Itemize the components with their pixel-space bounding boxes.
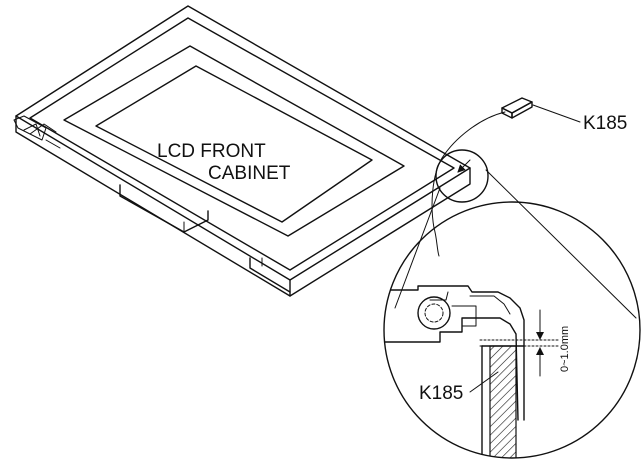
callout-arrow xyxy=(457,159,471,173)
cabinet-tab-1 xyxy=(119,184,209,233)
cabinet-label-line2: CABINET xyxy=(208,163,291,184)
cabinet-inner-rim xyxy=(29,17,455,271)
gap-dimension-label: 0~1.0mm xyxy=(559,326,571,372)
detail-view-content xyxy=(384,285,561,458)
cabinet-label-line1: LCD FRONT xyxy=(157,141,266,162)
cabinet-bezel xyxy=(63,45,405,237)
k185-leader xyxy=(532,104,581,123)
cabinet-left-hinge xyxy=(13,115,61,149)
part-k185 xyxy=(501,97,533,119)
callout-line-right xyxy=(485,169,637,319)
k185-cushion-hatched xyxy=(489,345,517,458)
detail-callout-circle xyxy=(435,149,489,203)
part-insertion-path xyxy=(431,111,506,257)
cabinet-tab-2 xyxy=(249,257,291,293)
lcd-window xyxy=(95,65,373,223)
k185-detail-leader xyxy=(469,371,499,393)
k185-detail-label: K185 xyxy=(419,383,463,404)
screw-boss xyxy=(417,296,451,330)
callout-line-left xyxy=(394,187,441,309)
lcd-front-cabinet xyxy=(13,5,471,297)
k185-label: K185 xyxy=(583,113,627,134)
